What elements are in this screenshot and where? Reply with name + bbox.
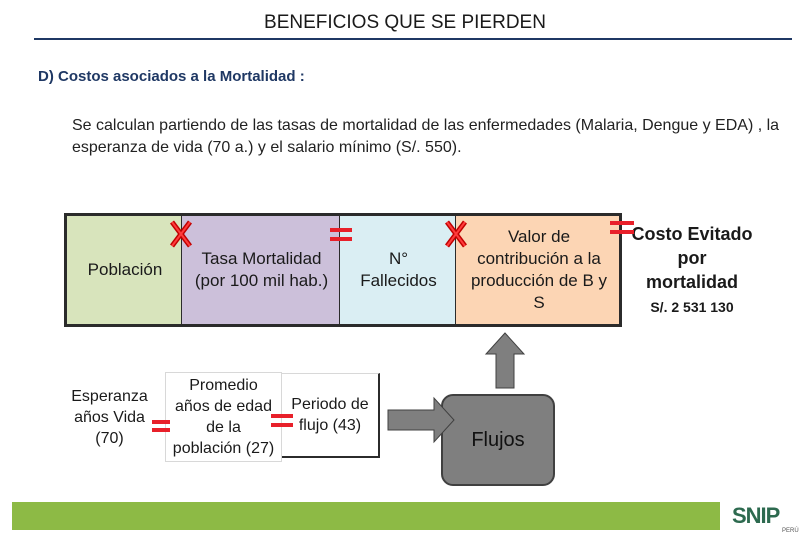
- poblacion-cell: Población: [64, 213, 184, 327]
- valor-contribucion-cell: Valor de contribución a la producción de…: [455, 213, 622, 327]
- multiply-icon: [445, 220, 467, 248]
- formula-divider: [619, 213, 622, 327]
- snip-logo: SNIP PERÚ: [732, 503, 799, 534]
- tasa-mortalidad-cell: Tasa Mortalidad (por 100 mil hab.): [181, 213, 342, 327]
- promedio-edad-cell: Promedio años de edad de la población (2…: [165, 372, 282, 462]
- equals-icon: [610, 221, 634, 234]
- footer-bar: [12, 502, 720, 530]
- esperanza-vida-cell: Esperanza años Vida (70): [62, 372, 157, 462]
- costo-evitado-cell: Costo Evitado por mortalidad S/. 2 531 1…: [622, 213, 762, 327]
- fallecidos-cell: N° Fallecidos: [339, 213, 458, 327]
- costo-evitado-value: S/. 2 531 130: [650, 299, 734, 315]
- section-subtitle: D) Costos asociados a la Mortalidad :: [38, 68, 305, 85]
- equals-icon: [330, 228, 352, 241]
- arrow-right-icon: [387, 396, 455, 444]
- flujos-box: Flujos: [441, 394, 555, 486]
- arrow-up-icon: [484, 332, 526, 389]
- slide-title: BENEFICIOS QUE SE PIERDEN: [264, 12, 546, 33]
- equals-icon: [271, 414, 293, 427]
- title-underline: [34, 38, 792, 40]
- costo-evitado-label: Costo Evitado por mortalidad: [631, 224, 753, 292]
- periodo-flujo-cell: Periodo de flujo (43): [282, 373, 380, 458]
- multiply-icon: [170, 220, 192, 248]
- description-text: Se calculan partiendo de las tasas de mo…: [72, 117, 780, 156]
- minus-icon: [152, 420, 170, 432]
